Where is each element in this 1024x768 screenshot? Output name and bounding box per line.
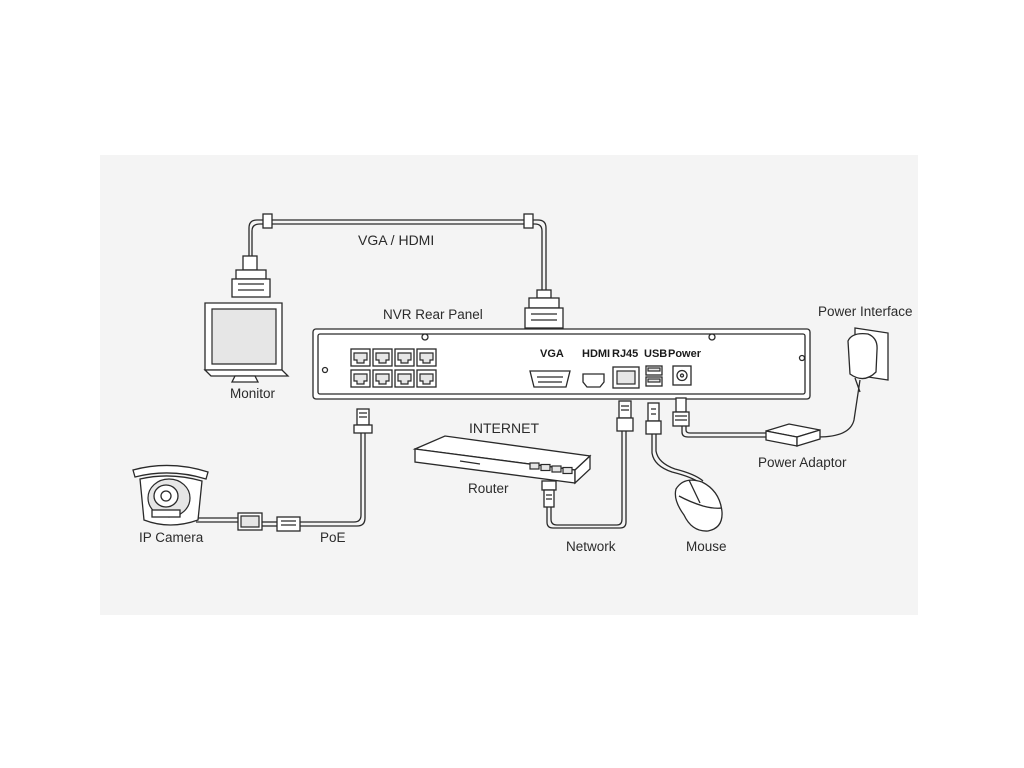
poe-ports [350,348,437,388]
power-port-icon [672,365,692,386]
monitor-icon [203,302,290,383]
poe-port-socket [353,373,368,385]
nvr-rear-panel-label: NVR Rear Panel [383,307,483,322]
vga-hdmi-label: VGA / HDMI [358,232,434,248]
power-cable [672,379,861,438]
power-plug-icon [847,327,889,393]
network-cable [541,400,634,529]
power-port-label: Power [668,348,702,360]
usb-port-icon [645,365,663,387]
usb-port-label: USB [644,348,667,360]
mouse-cable [645,402,704,484]
router-icon [412,435,592,485]
vga-port-icon [529,370,571,388]
hdmi-port-icon [582,373,605,388]
vga-hdmi-cable [231,213,564,329]
power-adaptor-label: Power Adaptor [758,455,847,470]
ip-camera-icon [132,464,209,526]
mouse-label: Mouse [686,539,727,554]
monitor-label: Monitor [230,386,276,401]
hdmi-port-label: HDMI [582,348,610,360]
network-label: Network [566,539,616,554]
poe-port-socket [353,352,368,364]
poe-port-socket [419,373,434,385]
poe-port-socket [397,373,412,385]
power-interface-label: Power Interface [818,304,913,319]
poe-label: PoE [320,530,346,545]
poe-port-socket [375,352,390,364]
poe-cable [196,408,373,532]
rj45-port-icon [612,366,640,389]
poe-port-socket [419,352,434,364]
poe-port-socket [375,373,390,385]
mouse-icon [674,479,723,532]
vga-port-label: VGA [540,348,564,360]
ip-camera-label: IP Camera [139,530,204,545]
poe-port-socket [397,352,412,364]
rj45-port-label: RJ45 [612,348,638,360]
power-adaptor-icon [765,423,821,447]
internet-label: INTERNET [469,420,539,436]
router-label: Router [468,481,509,496]
